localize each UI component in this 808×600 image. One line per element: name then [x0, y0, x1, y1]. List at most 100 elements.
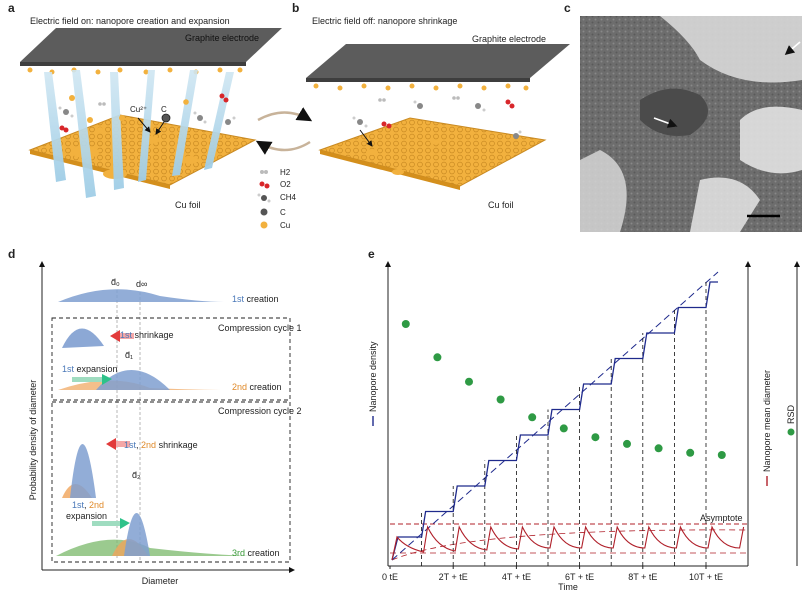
dist-1st-expansion [96, 370, 170, 390]
nanopore-mean-diameter-line [391, 525, 745, 561]
e-y-label-right-group: Nanopore mean diameter [762, 370, 772, 486]
graphite-electrode-edge [306, 78, 530, 82]
label-c2-expansion-word: expansion [66, 511, 107, 521]
e-plot-area [390, 271, 749, 566]
graphite-electrode [306, 44, 570, 78]
cu-foil-edge [30, 150, 170, 189]
cu-foil-label: Cu foil [175, 200, 201, 210]
panel-a: a Electric field on: nanopore creation a… [8, 1, 282, 210]
label-2nd-creation: 2nd creation [232, 382, 282, 392]
tem-bright-region [690, 177, 760, 232]
e-y-label-left-group: Nanopore density [368, 341, 378, 426]
cycle-2-label: Compression cycle 2 [218, 406, 302, 416]
label-c2-shrinkage: 1st, 2nd shrinkage [124, 440, 198, 450]
shrink-arrow [359, 129, 373, 147]
cu-foil-edge [320, 150, 460, 190]
tem-dark-region [640, 88, 708, 136]
cycle-arrow-back [255, 140, 311, 155]
carbon-label: C [161, 105, 167, 114]
rsd-point [654, 444, 663, 453]
panel-b: b Electric field off: nanopore shrinkage… [292, 1, 570, 210]
cycle-1-box [51, 317, 291, 401]
cycle-arrow-forward [257, 107, 313, 122]
rsd-point [717, 451, 726, 459]
d2-label: d̄₂ [132, 470, 141, 480]
tem-bright-region [740, 106, 802, 174]
panel-e: e Nanopore density Nanopore mean diamete… [368, 247, 800, 592]
e-y-label-left: Nanopore density [368, 341, 378, 412]
expand-arrowhead [120, 518, 130, 529]
panel-a-title: Electric field on: nanopore creation and… [30, 16, 230, 26]
e-y-label-right: Nanopore mean diameter [762, 370, 772, 472]
expand-arrow-tail [72, 377, 102, 382]
shrink-arrow-tail [116, 441, 130, 447]
rsd-point [465, 377, 473, 386]
asymptote-label: Asymptote [700, 513, 743, 523]
panel-a-letter: a [8, 1, 15, 15]
shrink-arrowhead [106, 438, 116, 450]
nanopore [430, 139, 440, 145]
tem-bright-region [580, 150, 627, 232]
cu-ion-label: Cu²⁺ [130, 105, 147, 114]
tem-bright-region [660, 16, 802, 83]
panel-b-letter: b [292, 1, 299, 15]
panel-c-letter: c [564, 1, 571, 15]
legend-o2: O2 [280, 180, 291, 189]
label-1st-expansion: 1st expansion [62, 364, 118, 374]
expand-arrow-tail [92, 521, 122, 526]
e-x-label: Time [558, 582, 578, 592]
graphite-electrode-label: Graphite electrode [185, 33, 259, 43]
dist-1st-expansion-c2 [124, 513, 150, 556]
legend-h2: H2 [280, 168, 291, 177]
cu-foil-label: Cu foil [488, 200, 514, 210]
carbon-arrow [155, 121, 165, 135]
panel-e-letter: e [368, 247, 375, 261]
expand-arrowhead [102, 374, 112, 385]
electrode-copper-dots [313, 83, 529, 91]
rsd-point [686, 448, 695, 457]
d0-label: d̄₀ [111, 277, 120, 287]
label-3rd-creation: 3rd creation [232, 548, 280, 558]
rsd-point [433, 353, 442, 362]
e-tick-label: 2T + tE [439, 572, 468, 582]
e-tick-label: 0 tE [382, 572, 398, 582]
e-y-label-rsd-group: RSD [786, 404, 796, 436]
dinf-label: d∞ [136, 279, 147, 289]
rsd-point [623, 439, 631, 448]
rsd-point [559, 424, 568, 433]
e-tick-label: 6T + tE [565, 572, 594, 582]
carbon-atom [161, 113, 171, 123]
cycle-2-box [51, 401, 291, 563]
gas-molecules [58, 93, 236, 133]
label-1st-shrinkage: 1st shrinkage [120, 330, 174, 340]
label-c2-expansion-nums: 1st, 2nd [72, 500, 104, 510]
rsd-point [528, 413, 537, 422]
panel-d: d Probability density of diameter Diamet… [8, 247, 302, 586]
graphite-electrode-label: Graphite electrode [472, 34, 546, 44]
density-trend-line [391, 271, 719, 561]
shrink-arrow-tail [120, 333, 134, 339]
graphite-electrode-edge [20, 62, 246, 66]
panel-c: c [564, 1, 802, 232]
rsd-point [496, 395, 505, 404]
nanopore [182, 156, 198, 164]
dist-3rd-creation [56, 539, 260, 556]
electric-field-beams [44, 70, 234, 198]
e-tick-label: 10T + tE [689, 572, 723, 582]
shrink-arrowhead [110, 330, 120, 342]
e-tick-label: 8T + tE [628, 572, 657, 582]
rsd-point [591, 433, 600, 442]
nanopore [366, 149, 378, 155]
e-y-label-rsd: RSD [786, 404, 796, 424]
cycle-1-label: Compression cycle 1 [218, 323, 302, 333]
nanopore-density-line [391, 281, 718, 561]
rsd-point [401, 320, 410, 328]
molecule-legend: H2 O2 CH4 C Cu [257, 168, 297, 230]
cu-foil [318, 117, 547, 187]
nanopore [392, 169, 404, 175]
tem-arrow-2 [784, 41, 801, 56]
tem-arrow-1 [653, 117, 678, 128]
graphite-electrode [20, 28, 282, 62]
panel-b-title: Electric field off: nanopore shrinkage [312, 16, 457, 26]
